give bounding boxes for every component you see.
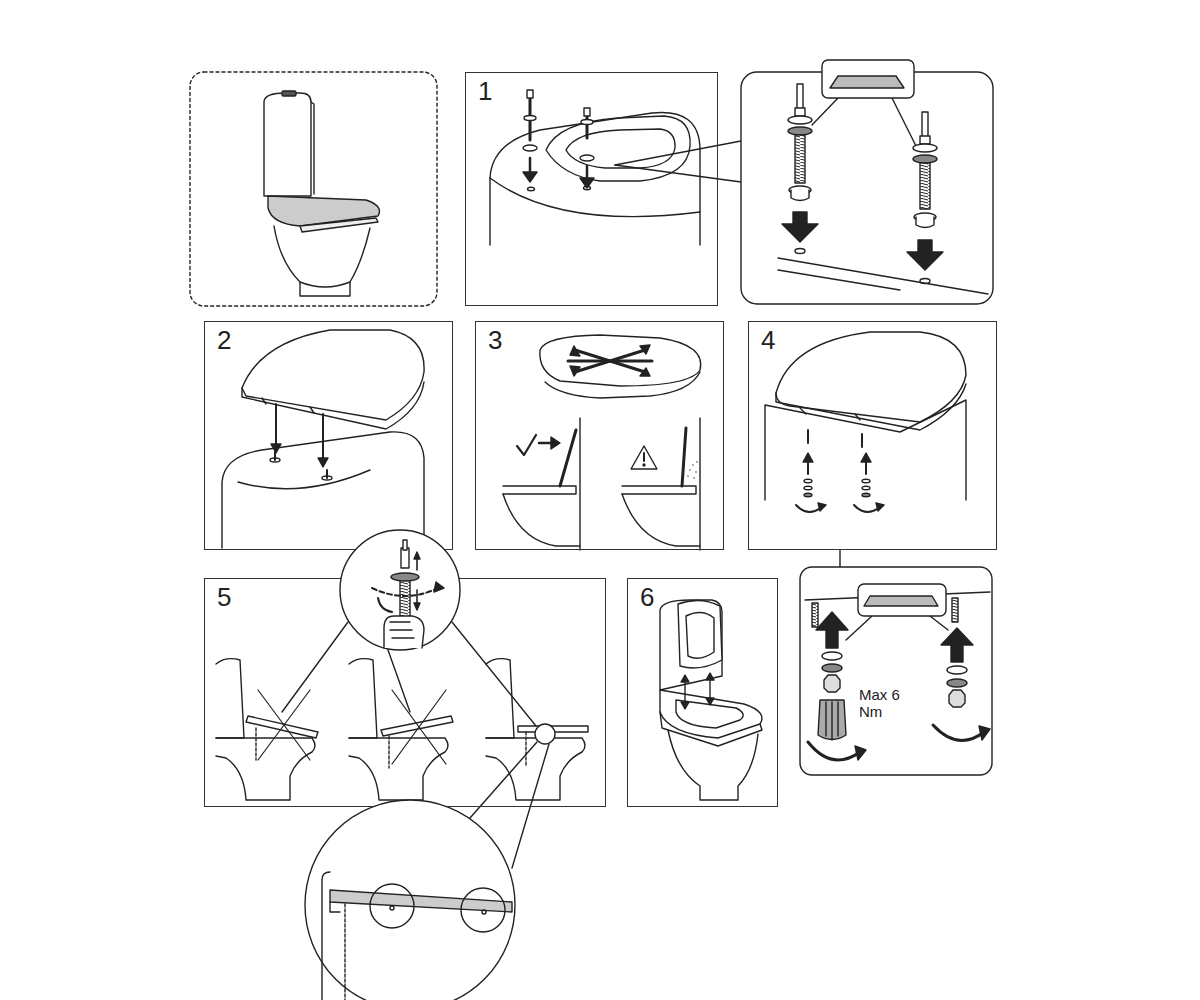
bolt-detail-drawing bbox=[741, 60, 993, 304]
step-panel: 3 bbox=[475, 321, 724, 550]
step-panel: 5 bbox=[204, 578, 606, 807]
seat-placement-drawing bbox=[222, 330, 424, 548]
step-panel: 6 bbox=[627, 578, 778, 807]
step-number: 2 bbox=[217, 326, 452, 356]
step-number: 1 bbox=[478, 77, 717, 107]
step-number: 5 bbox=[217, 583, 605, 613]
step-number: 6 bbox=[640, 583, 777, 613]
step-panel: 1 bbox=[465, 72, 718, 306]
fastening-drawing bbox=[765, 332, 966, 512]
lid-check-drawing bbox=[503, 335, 701, 550]
finished-toilet-drawing bbox=[660, 600, 762, 800]
overview-toilet bbox=[190, 72, 437, 306]
torque-note: Max 6 Nm bbox=[859, 686, 905, 721]
torque-detail-drawing bbox=[800, 567, 992, 775]
step-panel: 2 bbox=[204, 321, 453, 550]
step-number: 3 bbox=[488, 326, 723, 356]
seat-gap-magnifier bbox=[305, 800, 515, 1000]
callout-connector bbox=[839, 550, 840, 567]
bolt-insert-drawing bbox=[490, 90, 741, 245]
bolt-magnifier bbox=[340, 530, 460, 650]
step-panel: 4 bbox=[748, 321, 997, 550]
torque-callout: Max 6 Nm bbox=[800, 567, 992, 775]
step-number: 4 bbox=[761, 326, 996, 356]
